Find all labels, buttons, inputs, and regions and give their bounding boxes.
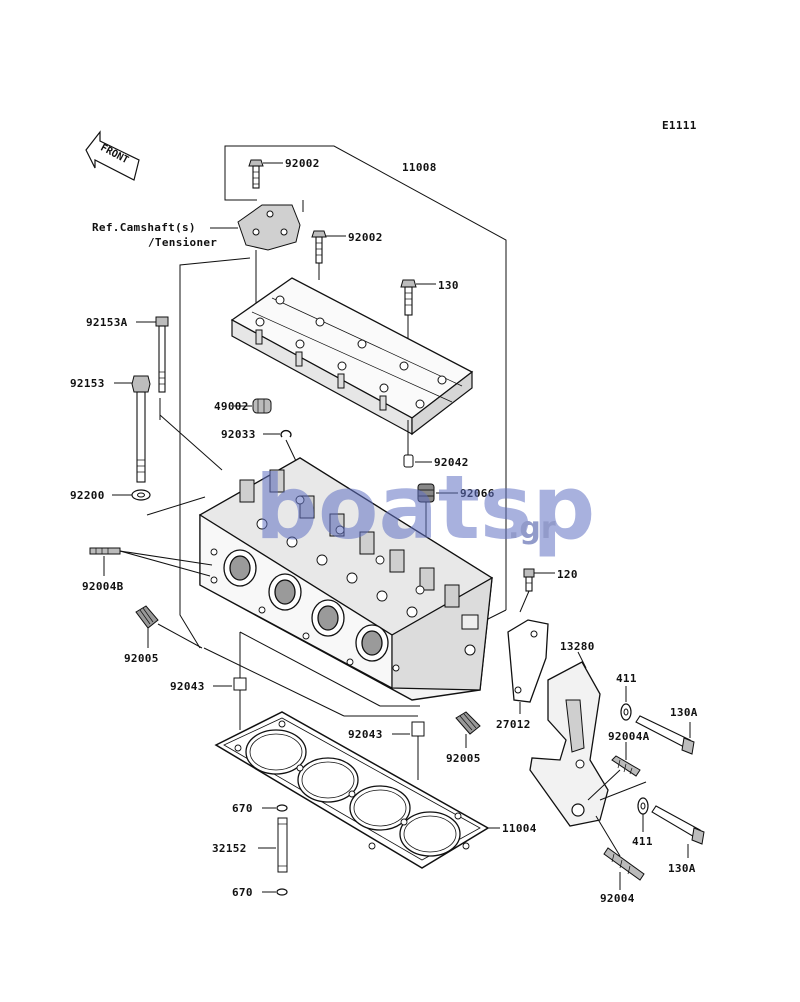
oring-670-top xyxy=(262,804,288,812)
pipe-32152 xyxy=(258,817,288,873)
label-120: 120 xyxy=(557,568,578,581)
bolt-92153 xyxy=(114,375,151,483)
bolt-130A-top xyxy=(635,715,695,755)
label-27012: 27012 xyxy=(496,718,531,731)
bolt-92153A xyxy=(136,316,169,393)
label-49002: 49002 xyxy=(214,400,249,413)
front-arrow-icon: FRONT xyxy=(85,130,140,181)
label-92033: 92033 xyxy=(221,428,256,441)
bolt-120 xyxy=(519,568,555,613)
bracket-13280 xyxy=(529,651,647,827)
stud-92004B xyxy=(89,547,213,577)
assembly-outline xyxy=(146,145,507,649)
label-130A-b: 130A xyxy=(668,862,696,875)
camshaft-holder xyxy=(230,277,474,436)
label-13280: 13280 xyxy=(560,640,595,653)
label-92004A: 92004A xyxy=(608,730,650,743)
head-gasket-11004 xyxy=(214,711,500,869)
fitting-92005-right xyxy=(455,711,481,748)
svg-text:boatsp: boatsp xyxy=(255,456,595,559)
bolt-130 xyxy=(400,279,436,340)
bracket-27012 xyxy=(507,619,549,714)
label-92005-b: 92005 xyxy=(446,752,481,765)
washer-92200 xyxy=(112,489,151,501)
stud-92004A xyxy=(611,742,641,777)
label-92042: 92042 xyxy=(434,456,469,469)
label-92153: 92153 xyxy=(70,377,105,390)
ref-camshaft-tensioner xyxy=(237,204,301,320)
label-11004: 11004 xyxy=(502,822,537,835)
ref-note-line2: /Tensioner xyxy=(148,236,217,249)
bolt-92002-top xyxy=(248,159,283,189)
label-92002-b: 92002 xyxy=(348,231,383,244)
label-670-a: 670 xyxy=(232,802,253,815)
label-92043-a: 92043 xyxy=(170,680,205,693)
oring-670-bottom xyxy=(262,888,288,896)
cylinder-head xyxy=(198,457,494,701)
bolt-130A-bottom xyxy=(651,805,705,858)
dowel-92043-right xyxy=(392,721,425,780)
label-92153A: 92153A xyxy=(86,316,128,329)
label-130A-a: 130A xyxy=(670,706,698,719)
label-11008: 11008 xyxy=(402,161,437,174)
label-411-a: 411 xyxy=(616,672,637,685)
dowel-92042 xyxy=(403,420,432,468)
part-49002 xyxy=(234,398,272,414)
fitting-92005-left xyxy=(135,605,203,649)
watermark: boatsp .gr xyxy=(255,456,595,559)
label-32152: 32152 xyxy=(212,842,247,855)
gasket-guide-lines xyxy=(203,631,420,717)
dowel-92043-left xyxy=(213,677,247,730)
label-130: 130 xyxy=(438,279,459,292)
label-92004B: 92004B xyxy=(82,580,124,593)
label-92066: 92066 xyxy=(460,487,495,500)
label-92043-b: 92043 xyxy=(348,728,383,741)
label-92005-a: 92005 xyxy=(124,652,159,665)
ref-note-line1: Ref.Camshaft(s) xyxy=(92,221,196,234)
label-92200: 92200 xyxy=(70,489,105,502)
label-92002-a: 92002 xyxy=(285,157,320,170)
label-411-b: 411 xyxy=(632,835,653,848)
stud-92004 xyxy=(595,815,645,890)
label-92004: 92004 xyxy=(600,892,635,905)
svg-text:.gr: .gr xyxy=(508,511,556,546)
diagram-code: E1111 xyxy=(662,119,697,132)
washer-411-bottom xyxy=(637,797,649,832)
label-670-b: 670 xyxy=(232,886,253,899)
bolt-92002-second xyxy=(311,230,346,280)
washer-411-top xyxy=(620,686,632,721)
